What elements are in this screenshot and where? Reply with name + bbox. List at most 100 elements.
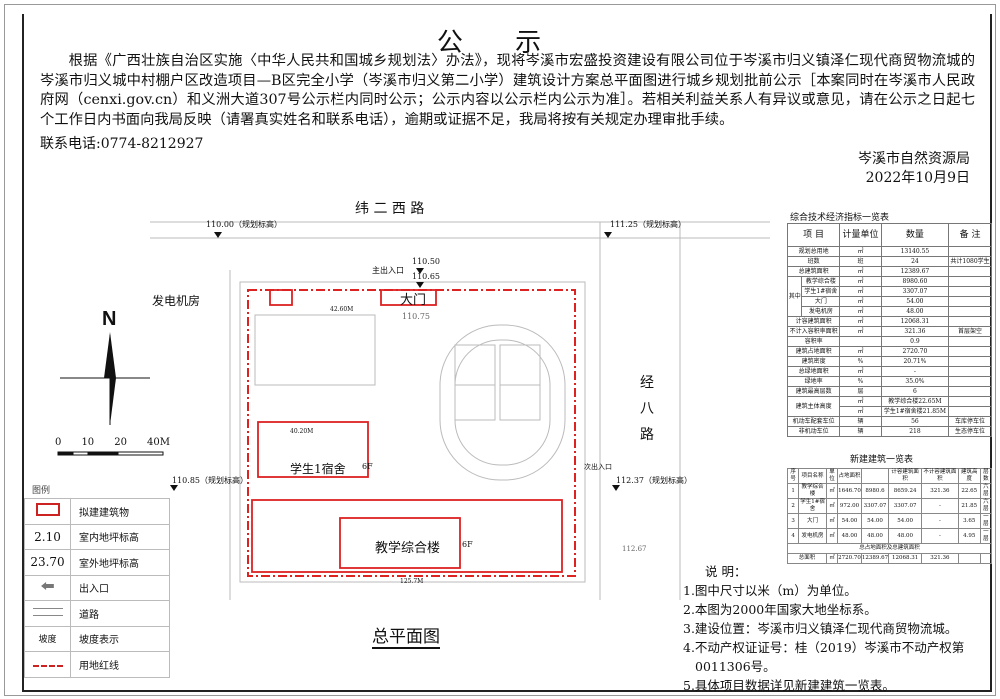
cell: ㎡ — [839, 316, 882, 327]
dimension: 125.7M — [400, 578, 424, 585]
cell: - — [921, 513, 959, 529]
cell: 建筑密度 — [786, 356, 841, 367]
notice-date: 2022年10月9日 — [865, 170, 970, 186]
cell: 54.00 — [888, 513, 923, 529]
cell: 8659.24 — [888, 483, 923, 499]
th: 项目名称 — [798, 468, 827, 484]
cell: 3307.07 — [880, 286, 950, 297]
cell: 54.00 — [860, 513, 890, 529]
cell: 建筑占地面积 — [786, 346, 841, 357]
cell: ㎡ — [839, 246, 882, 257]
cell: ㎡ — [839, 266, 882, 277]
table-row: 绿地率%35.0% — [786, 376, 992, 387]
cell: 3307.07 — [888, 498, 923, 514]
th: 占地面积 — [837, 468, 862, 484]
generator-room — [269, 289, 293, 306]
cell: 48.00 — [837, 528, 862, 544]
cell: 六层 — [979, 498, 993, 514]
th: 数量 — [880, 223, 950, 247]
cell: 规划总用地 — [786, 246, 841, 257]
dimension: 40.20M — [290, 428, 314, 435]
th: 计容建筑面积 — [888, 468, 923, 484]
legend-symbol-text: 23.70 — [30, 555, 65, 570]
cell — [948, 356, 992, 367]
cell — [979, 553, 993, 564]
th: 层数 — [979, 468, 993, 484]
cell: 发电机房 — [801, 306, 841, 317]
legend-label: 出入口 — [70, 574, 170, 601]
note-item: 0011306号。 — [695, 659, 776, 674]
cell: ㎡ — [839, 326, 882, 337]
th: 建筑高度 — [957, 468, 981, 484]
cell: 24 — [880, 256, 950, 267]
subtotal-row: 总占地面积及总建筑面积 — [787, 543, 992, 554]
cell — [948, 346, 992, 357]
legend-symbol: 坡度 — [24, 625, 71, 652]
elevation: 111.25（规划标高） — [610, 220, 686, 229]
cell: 12068.31 — [888, 553, 923, 564]
cell: 12068.31 — [880, 316, 950, 327]
cell — [948, 286, 992, 297]
scale-0: 0 — [55, 437, 62, 448]
new-buildings-title: 新建建筑一览表 — [850, 455, 914, 465]
cell: ㎡ — [825, 553, 839, 564]
elevation-markers — [170, 232, 620, 491]
cell: 218 — [880, 426, 950, 437]
note-item: 1.图中尺寸以米（m）为单位。 — [683, 583, 857, 598]
plan-title: 总平面图 — [372, 622, 440, 649]
notes: 说 明： 1.图中尺寸以米（m）为单位。2.本图为2000年国家大地坐标系。3.… — [683, 562, 964, 695]
cell: 12389.67 — [880, 266, 950, 277]
elevation: 110.00（规划标高） — [206, 220, 282, 229]
cell: - — [880, 366, 950, 377]
note-item: 4.不动产权证证号：桂（2019）岑溪市不动产权第 — [683, 640, 965, 655]
cell: 总建筑面积 — [786, 266, 841, 277]
cell: 48.00 — [880, 306, 950, 317]
subtotal-label: 总占地面积及总建筑面积 — [787, 543, 992, 554]
elevation: 110.85（规划标高） — [172, 476, 248, 485]
building-swatch-icon — [35, 503, 60, 517]
legend-label: 用地红线 — [70, 651, 170, 678]
cell — [948, 306, 992, 317]
cell — [948, 316, 992, 327]
legend-symbol: 23.70 — [24, 549, 71, 576]
cell: 20.71% — [880, 356, 950, 367]
cell: 总绿地面积 — [786, 366, 841, 377]
cell: 教学综合楼 — [801, 276, 841, 287]
outer-frame — [4, 4, 996, 696]
legend-symbol — [24, 600, 71, 627]
gate-label: 大门 — [400, 293, 427, 308]
legend-item: 拟建建筑物 — [24, 498, 170, 525]
legend-item: 用地红线 — [24, 651, 170, 678]
cell: 六层 — [979, 483, 993, 499]
cell: 48.00 — [860, 528, 890, 544]
elevation: 112.37（规划标高） — [616, 476, 692, 485]
cell: 绿地率 — [786, 376, 841, 387]
cell: 班 — [839, 256, 882, 267]
cell: 3 — [786, 513, 800, 529]
notice-body: 根据《广西壮族自治区实施〈中华人民共和国城乡规划法〉办法》，现将岑溪市宏盛投资建… — [40, 53, 975, 128]
north-arrow — [60, 332, 150, 425]
cell: 21.85 — [957, 498, 981, 514]
cell — [948, 376, 992, 387]
note-item: 3.建设位置：岑溪市归义镇泽仁现代商贸物流城。 — [683, 621, 958, 636]
cell: 层 — [839, 386, 882, 397]
cell: 班数 — [786, 256, 841, 267]
cell: 6 — [880, 386, 950, 397]
cell: 学生1#宿舍楼21.85M — [880, 406, 950, 417]
cell: 教学综合楼 — [798, 483, 827, 499]
elevation: 110.65 — [412, 272, 440, 281]
cell: 35.0% — [880, 376, 950, 387]
road-east-label: 经八路 — [640, 375, 654, 443]
legend-symbol-text: 坡度 — [38, 635, 57, 646]
cell: 非机动车位 — [786, 426, 841, 437]
cell: ㎡ — [839, 396, 882, 407]
th: 不计容建筑面积 — [921, 468, 959, 484]
